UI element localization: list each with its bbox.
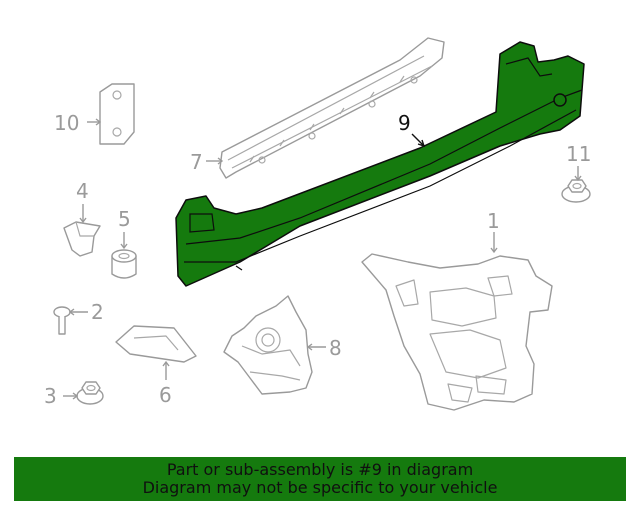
banner-line-disclaimer: Diagram may not be specific to your vehi… <box>142 478 498 497</box>
leader-lines <box>63 118 582 400</box>
part-2-bolt[interactable] <box>53 306 71 335</box>
callout-4: 4 <box>76 179 89 203</box>
callout-3: 3 <box>44 384 57 408</box>
part-8-bracket[interactable] <box>223 295 313 395</box>
part-6-pad[interactable] <box>115 325 197 363</box>
callout-5: 5 <box>118 207 131 231</box>
callout-6: 6 <box>159 383 172 407</box>
callout-9: 9 <box>398 111 411 135</box>
part-4-clip[interactable] <box>63 221 101 257</box>
banner-line-part: Part or sub-assembly is #9 in diagram <box>166 460 474 479</box>
parts-diagram: 10 7 4 5 2 3 6 8 1 11 9 <box>44 37 591 411</box>
callout-1: 1 <box>487 209 500 233</box>
part-1-bracket-assembly[interactable] <box>361 253 553 411</box>
callout-11: 11 <box>566 142 591 166</box>
callout-8: 8 <box>329 336 342 360</box>
callout-10: 10 <box>54 111 79 135</box>
part-11-nut[interactable] <box>561 179 591 203</box>
part-3-nut[interactable] <box>76 381 104 405</box>
callout-7: 7 <box>190 150 203 174</box>
callout-2: 2 <box>91 300 104 324</box>
part-5-spacer[interactable] <box>111 249 137 279</box>
info-banner: Part or sub-assembly is #9 in diagram Di… <box>14 457 626 501</box>
part-9-reinforcement-bar[interactable] <box>175 41 585 287</box>
part-10-bracket[interactable] <box>99 83 135 145</box>
part-7-absorber[interactable] <box>219 37 445 179</box>
